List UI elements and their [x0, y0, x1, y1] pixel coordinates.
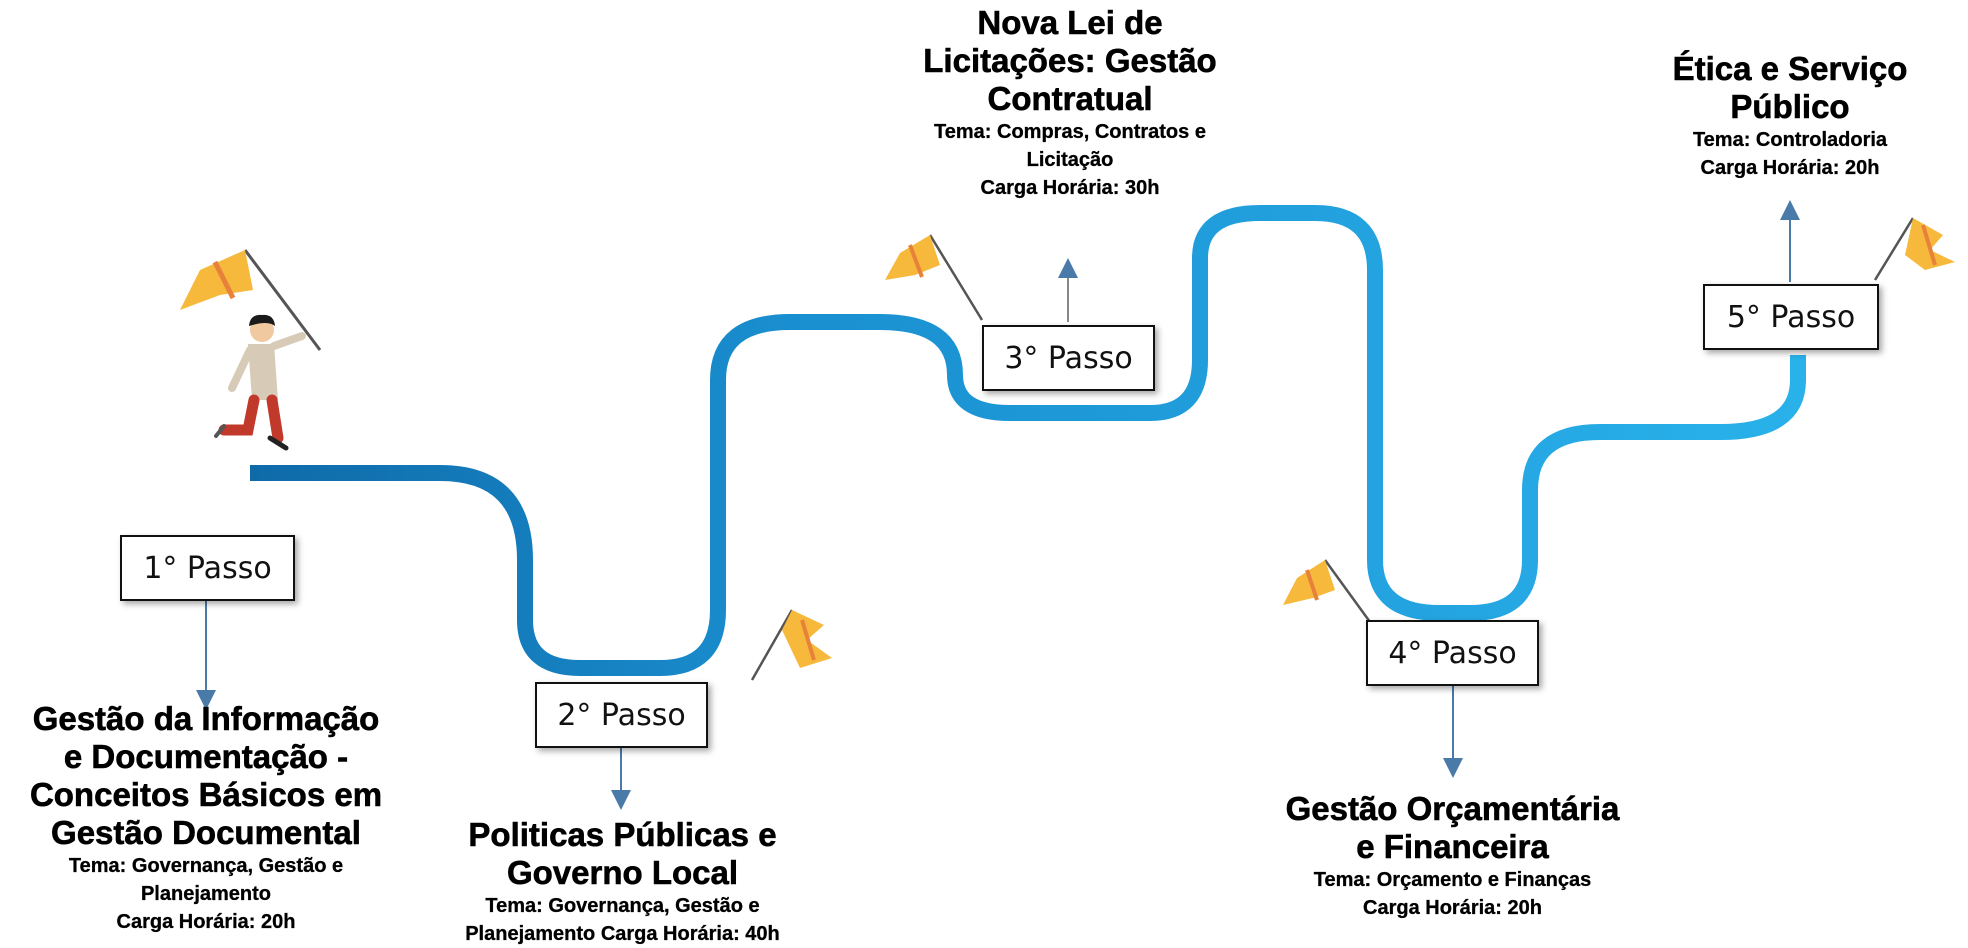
step-3-carga: Carga Horária: 30h	[980, 177, 1160, 199]
step-3-tema-line: Licitação	[1026, 149, 1114, 171]
flag-icon	[750, 609, 832, 681]
step-4-title-line: Gestão Orçamentária	[1285, 790, 1620, 828]
step-2-label: 2° Passo	[557, 697, 686, 733]
step-2-tema-line: Tema: Governança, Gestão e	[485, 895, 760, 917]
step-4-box: 4° Passo	[1366, 620, 1539, 686]
step-2-title-line: Governo Local	[506, 854, 739, 892]
step-5-tema: Tema: Controladoria	[1620, 126, 1960, 154]
journey-road	[250, 205, 1806, 676]
step-5-carga: Carga Horária: 20h	[1700, 157, 1880, 179]
step-4-description: Gestão Orçamentária e Financeira Tema: O…	[1240, 790, 1665, 922]
step-4-title-line: e Financeira	[1356, 828, 1549, 866]
step-1-title-line: Conceitos Básicos em	[29, 776, 383, 814]
step-1-title: Gestão da Informação e Documentação - Co…	[0, 700, 412, 852]
step-2-description: Politicas Públicas e Governo Local Tema:…	[405, 816, 840, 948]
step-1-tema-line: Tema: Governança, Gestão e	[68, 855, 344, 877]
step-2-title-line: Politicas Públicas e	[468, 816, 777, 854]
step-1-box: 1° Passo	[120, 535, 295, 601]
step-1-tema: Tema: Governança, Gestão e Planejamento	[0, 852, 412, 908]
flag-icon	[885, 234, 984, 321]
step-4-tema-line: Tema: Orçamento e Finanças	[1313, 869, 1592, 891]
step-1-title-line: Gestão Documental	[51, 814, 362, 852]
step-3-title-line: Contratual	[987, 80, 1153, 118]
step-4-title: Gestão Orçamentária e Financeira	[1240, 790, 1665, 866]
step-1-carga: Carga Horária: 20h	[116, 911, 296, 933]
step-5-title-line: Público	[1730, 88, 1850, 126]
step-3-description: Nova Lei de Licitações: Gestão Contratua…	[870, 4, 1270, 202]
step-4-tema: Tema: Orçamento e Finanças	[1240, 866, 1665, 894]
step-5-description: Ética e Serviço Público Tema: Controlado…	[1620, 50, 1960, 182]
step-2-tema: Tema: Governança, Gestão e Planejamento …	[405, 892, 840, 948]
step-1-description: Gestão da Informação e Documentação - Co…	[0, 700, 412, 936]
step-4-label: 4° Passo	[1388, 635, 1517, 671]
step-5-box: 5° Passo	[1703, 284, 1879, 350]
step-3-box: 3° Passo	[982, 325, 1155, 391]
step-5-label: 5° Passo	[1726, 299, 1856, 335]
step-3-label: 3° Passo	[1004, 340, 1133, 376]
step-3-tema-line: Tema: Compras, Contratos e	[934, 121, 1206, 143]
step-1-label: 1° Passo	[143, 550, 272, 586]
step-3-title: Nova Lei de Licitações: Gestão Contratua…	[870, 4, 1270, 118]
step-1-title-line: e Documentação -	[63, 738, 349, 776]
step-5-title-line: Ética e Serviço	[1672, 50, 1908, 88]
step-5-title: Ética e Serviço Público	[1620, 50, 1960, 126]
step-1-tema-line: Planejamento	[140, 883, 272, 905]
flag-icon	[180, 249, 322, 351]
step-5-tema-line: Tema: Controladoria	[1692, 129, 1888, 151]
flag-icon	[1283, 559, 1372, 623]
step-4-carga: Carga Horária: 20h	[1363, 897, 1542, 919]
step-3-title-line: Nova Lei de	[977, 4, 1163, 42]
step-2-title: Politicas Públicas e Governo Local	[405, 816, 840, 892]
step-3-tema: Tema: Compras, Contratos e Licitação	[870, 118, 1270, 174]
step-2-tema-line: Planejamento Carga Horária: 40h	[465, 923, 780, 945]
step-3-title-line: Licitações: Gestão	[923, 42, 1217, 80]
step-2-box: 2° Passo	[535, 682, 708, 748]
flag-icon	[1873, 217, 1955, 281]
step-1-title-line: Gestão da Informação	[32, 700, 380, 738]
runner-figure-icon	[214, 314, 306, 451]
